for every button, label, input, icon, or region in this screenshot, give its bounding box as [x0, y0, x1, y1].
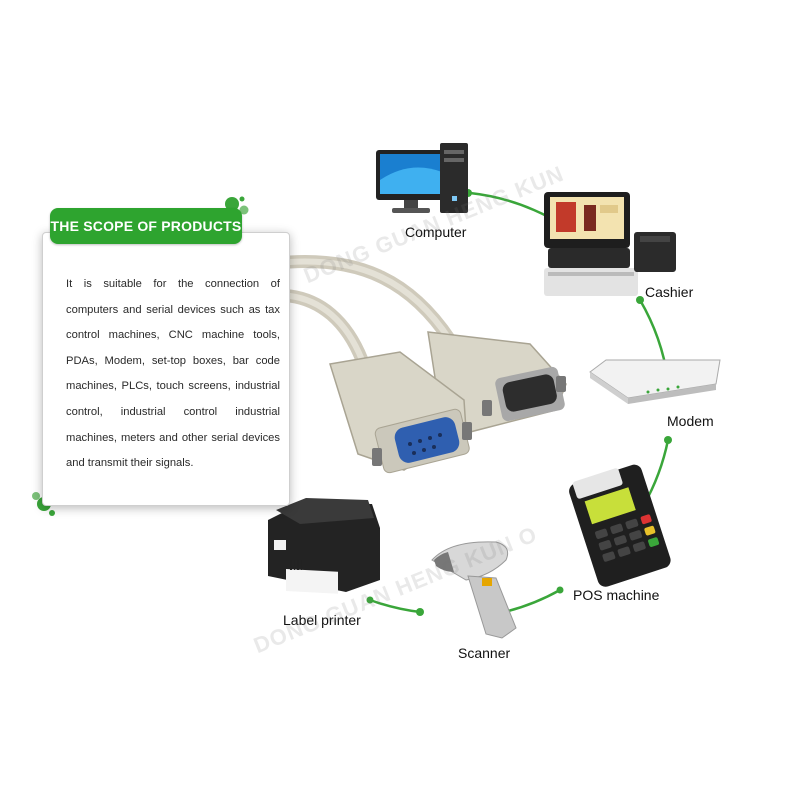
- description-panel: [42, 232, 290, 506]
- pos-machine-icon: [569, 464, 671, 587]
- panel-title: THE SCOPE OF PRODUCTS: [50, 208, 242, 244]
- computer-icon: [376, 143, 468, 213]
- label-computer: Computer: [405, 224, 467, 240]
- label-pos-machine: POS machine: [573, 587, 660, 603]
- label-modem: Modem: [667, 413, 714, 429]
- label-scanner: Scanner: [458, 645, 511, 661]
- scanner-icon: [431, 541, 517, 639]
- serial-cable-icon: [283, 255, 567, 474]
- panel-description: It is suitable for the connection of com…: [66, 278, 280, 470]
- label-cashier: Cashier: [645, 284, 694, 300]
- modem-icon: [589, 359, 721, 404]
- cashier-icon: [544, 192, 676, 296]
- label-label-printer: Label printer: [283, 612, 361, 628]
- label-printer-icon: [268, 498, 380, 594]
